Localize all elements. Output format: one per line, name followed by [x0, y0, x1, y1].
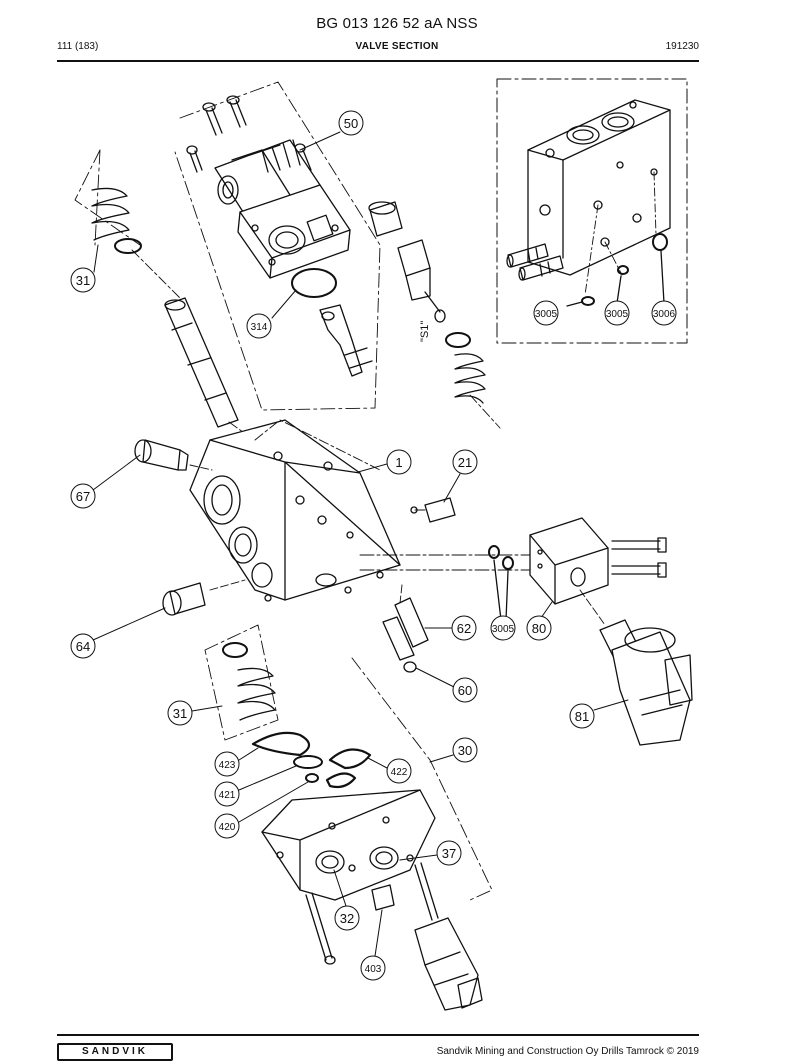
header-rule	[57, 60, 699, 62]
section-title: VALVE SECTION	[355, 41, 439, 52]
callout-31-upper: 31	[76, 273, 90, 288]
callout-60: 60	[458, 683, 472, 698]
lower-assembly	[204, 624, 493, 1011]
page-number: 111 (183)	[57, 41, 99, 52]
document-title: BG 013 126 52 aA NSS	[316, 15, 478, 32]
footer-copyright: Sandvik Mining and Construction Oy Drill…	[436, 1046, 699, 1057]
callout-circle	[338, 110, 364, 136]
callout-3005-c: 3005	[492, 624, 515, 635]
inset-detail	[496, 78, 688, 344]
callout-64: 64	[76, 639, 90, 654]
footer-rule	[57, 1034, 699, 1036]
footer-logo: SANDVIK	[57, 1043, 173, 1061]
callout-32: 32	[340, 911, 354, 926]
main-valve-block	[134, 419, 693, 746]
callout-422: 422	[391, 767, 408, 778]
callout-421: 421	[219, 790, 236, 801]
callout-3006: 3006	[653, 309, 676, 320]
document-code: 191230	[665, 41, 699, 52]
callout-80: 80	[532, 621, 546, 636]
callout-420: 420	[219, 822, 236, 833]
inset-label-s1: "S1"	[419, 321, 431, 342]
callout-30: 30	[458, 743, 472, 758]
callout-3005-a: 3005	[535, 309, 558, 320]
callout-1: 1	[395, 455, 402, 470]
callout-50: 50	[344, 116, 358, 131]
upper-assembly	[74, 81, 501, 441]
callout-37: 37	[442, 846, 456, 861]
callout-62: 62	[457, 621, 471, 636]
callouts: 50 31 314 "S1" 3005 3005 3006 1 21 67	[70, 110, 677, 981]
callout-314: 314	[251, 322, 268, 333]
callout-423: 423	[219, 760, 236, 771]
callout-31-lower: 31	[173, 706, 187, 721]
callout-21: 21	[458, 455, 472, 470]
callout-81: 81	[575, 709, 589, 724]
callout-3005-b: 3005	[606, 309, 629, 320]
callout-67: 67	[76, 489, 90, 504]
callout-403: 403	[365, 964, 382, 975]
